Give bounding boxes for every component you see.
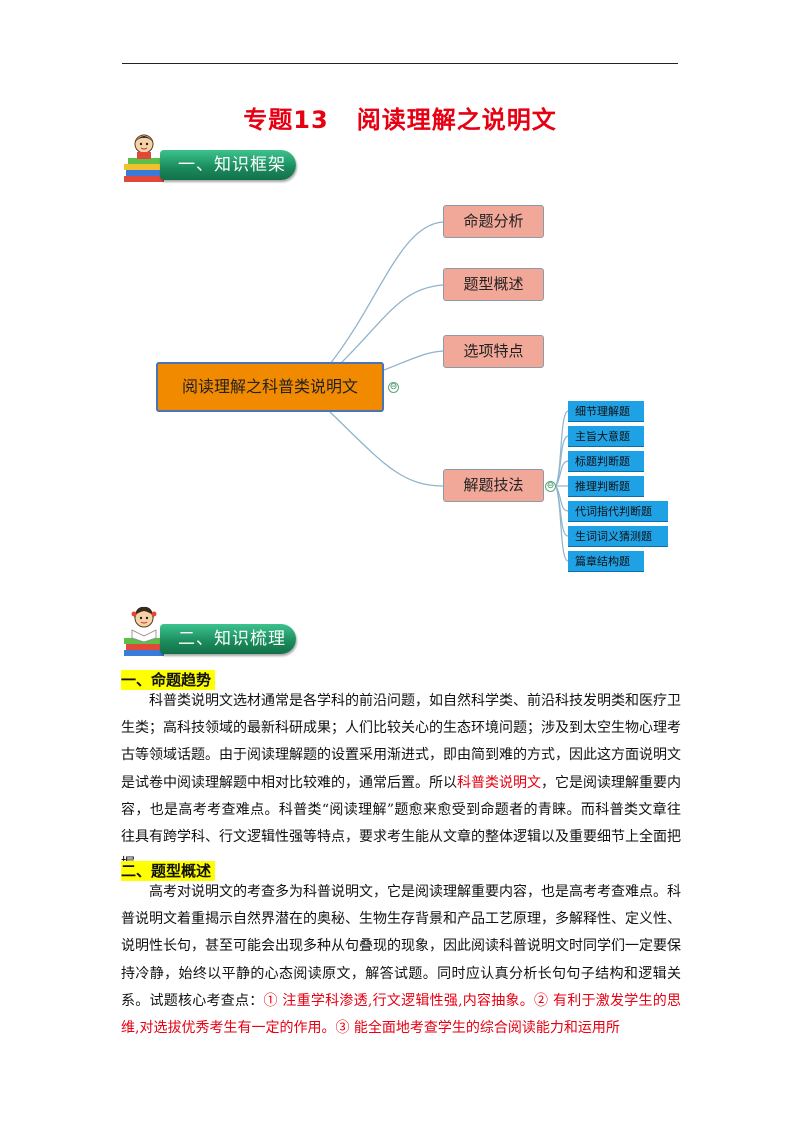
leaf-inference: 推理判断题 — [568, 476, 644, 497]
leaf-title: 标题判断题 — [568, 451, 644, 472]
leaf-pronoun: 代词指代判断题 — [568, 501, 668, 522]
banner-label: 二、知识梳理 — [160, 624, 296, 654]
title-text: 阅读理解之说明文 — [356, 106, 557, 134]
leaf-vocabulary: 生词词义猜测题 — [568, 526, 668, 547]
collapse-icon[interactable]: ⊖ — [388, 382, 399, 393]
knowledge-mindmap: 阅读理解之科普类说明文 ⊖ 命题分析 题型概述 选项特点 解题技法 ⊖ 细节理解… — [156, 205, 668, 572]
section-banner-review: 二、知识梳理 — [122, 606, 322, 656]
kid-reading-books-icon — [124, 134, 164, 182]
section-heading-trend: 一、命题趋势 — [121, 670, 216, 690]
branch-options: 选项特点 — [443, 335, 544, 368]
header-rule — [122, 63, 678, 64]
section-heading-overview: 二、题型概述 — [121, 861, 216, 881]
title-number: 专题13 — [243, 106, 329, 134]
kid-reading-books-icon — [124, 606, 164, 656]
banner-label: 一、知识框架 — [160, 150, 296, 180]
section-banner-framework: 一、知识框架 — [122, 134, 322, 182]
leaf-structure: 篇章结构题 — [568, 551, 644, 572]
page-title: 专题13 阅读理解之说明文 — [0, 100, 800, 135]
leaf-detail: 细节理解题 — [568, 401, 644, 422]
highlight-text: 科普类说明文 — [457, 774, 541, 791]
highlight-text: ① 注重学科渗透,行文逻辑性强,内容抽象。② 有利于激发学生的思维,对选拔优秀考… — [121, 992, 681, 1037]
branch-overview: 题型概述 — [443, 268, 544, 301]
collapse-icon[interactable]: ⊖ — [545, 481, 556, 492]
branch-techniques: 解题技法 — [443, 469, 544, 502]
paragraph-overview: 高考对说明文的考查多为科普说明文，它是阅读理解重要内容，也是高考考查难点。科普说… — [121, 884, 681, 1037]
branch-analysis: 命题分析 — [443, 205, 544, 238]
paragraph-trend: 科普类说明文选材通常是各学科的前沿问题，如自然科学类、前沿科技发明类和医疗卫生类… — [121, 693, 681, 872]
leaf-main-idea: 主旨大意题 — [568, 426, 644, 447]
mindmap-connectors — [329, 221, 569, 562]
mindmap-root: 阅读理解之科普类说明文 — [156, 362, 384, 412]
